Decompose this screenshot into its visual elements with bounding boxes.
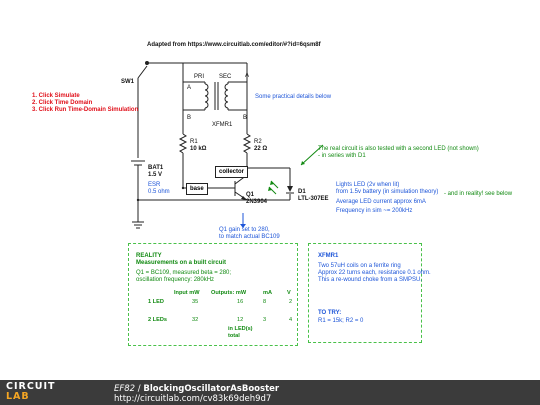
q1-gain-note-2: to match actual BC109 xyxy=(219,234,280,240)
table-row-1-ma: 8 xyxy=(263,299,267,305)
step-time-domain: 2. Click Time Domain xyxy=(32,100,93,106)
schematic-canvas: Adapted from https://www.circuitlab.com/… xyxy=(32,42,513,346)
real-circuit-note-1: The real circuit is also tested with a s… xyxy=(318,146,479,152)
reality-footer-2: total xyxy=(228,333,240,339)
xfmr-pin-b-right: B xyxy=(243,115,248,121)
real-circuit-note-2: - in series with D1 xyxy=(318,153,366,159)
xfmr-pin-b-left: B xyxy=(187,115,192,121)
circuitlab-logo: CIRCUIT LAB xyxy=(6,382,56,402)
footer-author: EF82 xyxy=(114,384,136,394)
bat1-name: BAT1 xyxy=(148,165,164,171)
avg-current-note: Average LED current approx 6mA xyxy=(336,199,426,205)
lights-led-note-1: Lights LED (2v when lit) xyxy=(336,182,400,188)
table-row-2-label: 2 LEDs xyxy=(148,317,167,323)
reality-col-v: V xyxy=(287,290,291,296)
footer-title-line: EF82 / BlockingOscillatorAsBooster xyxy=(114,384,279,394)
r2-name: R2 xyxy=(254,139,262,145)
q1-gain-note-1: Q1 gain set to 280, xyxy=(219,227,270,233)
d1-part: LTL-307EE xyxy=(298,196,329,202)
step-run-simulation: 3. Click Run Time-Domain Simulation xyxy=(32,107,139,113)
collector-label: collector xyxy=(215,166,249,178)
footer-separator: / xyxy=(135,384,144,394)
practical-details-note: Some practical details below xyxy=(255,94,332,100)
table-row-1-label: 1 LED xyxy=(148,299,164,305)
logo-lab-text: LAB xyxy=(6,391,30,402)
footer-bar: CIRCUIT LAB EF82 / BlockingOscillatorAsB… xyxy=(0,380,540,405)
q1-name: Q1 xyxy=(246,192,255,198)
r2-value: 22 Ω xyxy=(254,146,268,152)
to-try-line: R1 = 15k; R2 = 0 xyxy=(318,318,364,324)
xfmr-note-line-1: Two 57uH coils on a ferrite ring xyxy=(318,263,401,269)
xfmr-pin-a-right: A xyxy=(245,73,250,79)
xfmr-note-title: XFMR1 xyxy=(318,253,339,259)
pri-label: PRI xyxy=(194,74,205,80)
base-label: base xyxy=(186,183,208,195)
d1-name: D1 xyxy=(298,189,306,195)
esr-value: 0.5 ohm xyxy=(148,189,170,195)
xfmr-note-line-3: This a re-wound choke from a SMPSU. xyxy=(318,277,423,283)
esr-label: ESR xyxy=(148,182,161,188)
table-row-2-output: 12 xyxy=(237,317,244,323)
sw1-label: SW1 xyxy=(121,79,135,85)
reality-panel xyxy=(128,243,298,346)
reality-line-2: oscillation frequency: 280kHz xyxy=(136,277,215,283)
bat1-value: 1.5 V xyxy=(148,172,163,178)
frequency-note: Frequency in sim ~= 200kHz xyxy=(336,208,413,214)
table-row-1-v: 2 xyxy=(289,299,293,305)
table-row-2-ma: 3 xyxy=(263,317,267,323)
adapted-from-text: Adapted from https://www.circuitlab.com/… xyxy=(147,42,321,48)
table-row-1-output: 16 xyxy=(237,299,244,305)
sec-label: SEC xyxy=(219,74,232,80)
reality-line-1: Q1 = BC109, measured beta = 280; xyxy=(136,270,232,276)
table-row-1-input: 35 xyxy=(192,299,199,305)
and-in-reality-note: - and in reality! see below xyxy=(444,191,513,197)
reality-col-input: Input mW xyxy=(174,290,200,296)
reality-footer-1: in LED(s) xyxy=(228,326,253,332)
logo-circuit-text: CIRCUIT xyxy=(6,381,56,392)
reality-col-ma: mA xyxy=(263,290,273,296)
step-simulate: 1. Click Simulate xyxy=(32,93,80,99)
xfmr-label: XFMR1 xyxy=(212,122,233,128)
to-try-title: TO TRY: xyxy=(318,310,342,316)
reality-title: REALITY xyxy=(136,253,162,259)
table-row-2-v: 4 xyxy=(289,317,293,323)
table-row-2-input: 32 xyxy=(192,317,199,323)
xfmr-pin-a-left: A xyxy=(187,85,192,91)
r1-value: 10 kΩ xyxy=(190,146,207,152)
reality-col-output: Outputs: mW xyxy=(211,290,247,296)
r1-name: R1 xyxy=(190,139,198,145)
q1-part: 2N3904 xyxy=(246,199,268,205)
footer-url[interactable]: http://circuitlab.com/cv83k69deh9d7 xyxy=(114,394,272,404)
lights-led-note-2: from 1.5v battery (in simulation theory) xyxy=(336,189,439,195)
footer-circuit-title: BlockingOscillatorAsBooster xyxy=(143,384,280,394)
xfmr-note-line-2: Approx 22 turns each, resistance 0.1 ohm… xyxy=(318,270,431,276)
reality-subtitle: Measurements on a built circuit xyxy=(136,260,227,266)
xfmr-note-panel xyxy=(308,243,422,343)
circuit-wires xyxy=(131,61,324,229)
